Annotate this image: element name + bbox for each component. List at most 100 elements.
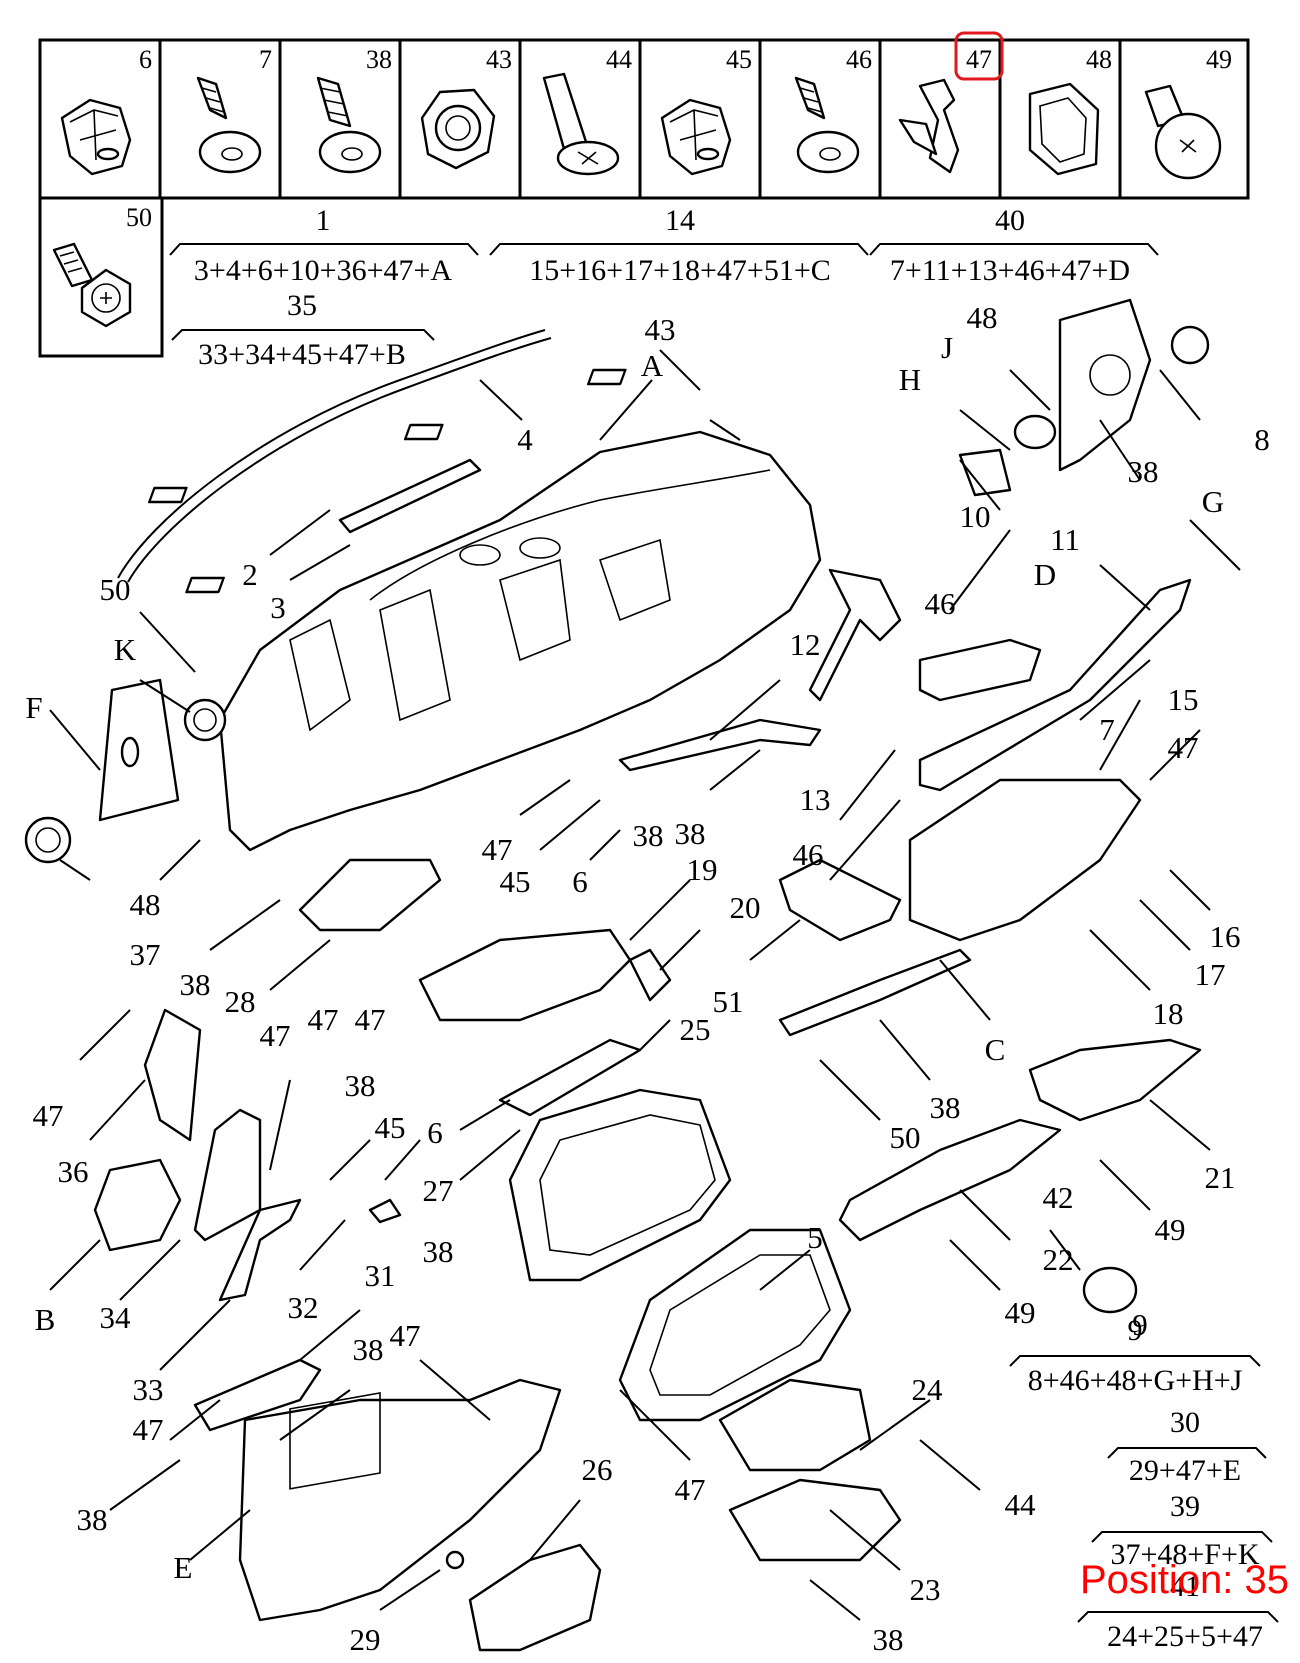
parts-table: 6 7 38 43 44 45 46 47 48 49 50	[38, 31, 1250, 358]
callout-label: 24	[912, 1372, 944, 1407]
callout-label: 5	[807, 1220, 823, 1255]
assembly-contents: 7+11+13+46+47+D	[890, 254, 1130, 287]
callout-label: 12	[790, 627, 821, 662]
screw-29	[445, 1550, 465, 1570]
callout-label: 47	[33, 1098, 64, 1133]
bracket-10	[808, 568, 902, 702]
callout-label: 46	[793, 837, 824, 872]
callout-label: 8	[1254, 422, 1270, 457]
clip-32	[368, 1198, 402, 1224]
upper-pad-insert	[185, 576, 225, 594]
screw-icon	[542, 72, 620, 176]
callout-label: 25	[680, 1012, 711, 1047]
vent-D	[918, 638, 1042, 702]
callout-label: 31	[365, 1258, 396, 1293]
callout-label: J	[941, 330, 953, 365]
assembly-contents: 33+34+45+47+B	[198, 338, 406, 371]
callout-label: G	[1202, 484, 1224, 519]
defrost-grille	[338, 458, 482, 534]
callout-label: 16	[1210, 919, 1241, 954]
trim-strip	[127, 337, 552, 583]
callout-label: 38	[930, 1090, 961, 1125]
callout-label: 4	[517, 422, 533, 457]
lower-cover	[298, 858, 442, 932]
grommet-J	[1013, 414, 1057, 450]
callout-label: D	[1034, 557, 1056, 592]
part-outlines	[24, 298, 1210, 1652]
leader-lines	[49, 349, 1241, 1621]
assembly-contents: 24+25+5+47	[1107, 1620, 1263, 1653]
grommet-K	[183, 698, 227, 742]
callout-label: 38	[675, 816, 706, 851]
callout-label: 38	[873, 1622, 904, 1657]
assembly-id: 41	[1170, 1570, 1200, 1603]
assembly-id: 40	[995, 204, 1025, 237]
callout-label: 29	[350, 1622, 381, 1657]
assembly-id: 9	[1128, 1314, 1143, 1347]
callout-label: 20	[730, 890, 761, 925]
spring-clip-icon	[1028, 82, 1100, 176]
callout-label: 47	[390, 1318, 421, 1353]
callout-label: 48	[967, 300, 998, 335]
vent-round	[24, 816, 72, 864]
callout-label: 42	[1043, 1180, 1074, 1215]
callout-label: 17	[1195, 957, 1226, 992]
callout-label: F	[25, 690, 42, 725]
callout-label: 48	[130, 887, 161, 922]
trim-strip-12	[618, 718, 822, 772]
callout-label: 47	[308, 1002, 339, 1037]
callout-label: 15	[1168, 682, 1199, 717]
callout-label: 19	[687, 852, 718, 887]
steering-shroud-lower	[728, 1478, 902, 1562]
spring-clip-icon	[898, 78, 960, 174]
callout-label: 11	[1050, 522, 1080, 557]
vent-B	[93, 1158, 182, 1252]
assembly-formulas: 1 3+4+6+10+36+47+A 14 15+16+17+18+47+51+…	[169, 204, 1279, 1653]
callout-label: 47	[133, 1412, 164, 1447]
screw-icon	[196, 76, 262, 174]
assembly-id: 35	[287, 289, 317, 322]
side-trim-36	[143, 1008, 202, 1142]
callout-label: 34	[100, 1300, 132, 1335]
callout-label: 38	[77, 1502, 108, 1537]
callout-label: 50	[100, 572, 131, 607]
trim-strip	[117, 329, 546, 579]
callout-label: 9	[1132, 1307, 1148, 1342]
table-cell-number: 50	[126, 203, 152, 232]
cap-8	[1170, 325, 1210, 365]
table-cell-number: 45	[726, 45, 752, 74]
upper-pad-insert	[586, 368, 627, 386]
callout-label: 38	[1128, 454, 1159, 489]
side-panel-34	[193, 1108, 262, 1242]
callout-label: 21	[1205, 1160, 1236, 1195]
callout-label: 38	[633, 818, 664, 853]
callout-label: 10	[960, 499, 991, 534]
callout-label: 7	[1099, 712, 1115, 747]
callout-label: 36	[58, 1154, 89, 1189]
callout-label: 2	[242, 557, 258, 592]
assembly-contents: 8+46+48+G+H+J	[1028, 1364, 1243, 1397]
callout-label: 43	[645, 312, 676, 347]
assembly-id: 30	[1170, 1406, 1200, 1439]
callout-label: E	[174, 1550, 193, 1585]
assembly-id: 14	[665, 204, 695, 237]
assembly-id: 1	[316, 204, 331, 237]
table-cell-number: 43	[486, 45, 512, 74]
bracket-21	[1028, 1038, 1202, 1122]
dashboard-carrier	[218, 430, 822, 852]
callout-label: 33	[133, 1372, 164, 1407]
assembly-contents: 3+4+6+10+36+47+A	[194, 254, 453, 287]
bracket-51	[778, 858, 902, 942]
storage-door	[468, 1543, 602, 1652]
callout-label: A	[641, 348, 664, 383]
callout-label: C	[985, 1032, 1006, 1067]
callout-label: B	[35, 1302, 56, 1337]
callout-label: H	[899, 362, 921, 397]
screw-icon	[794, 76, 860, 174]
trim-strip-11	[918, 578, 1192, 792]
clip-icon	[60, 98, 132, 176]
bracket-H	[958, 448, 1012, 497]
bracket-22	[838, 1118, 1062, 1242]
callout-label: 51	[713, 984, 744, 1019]
callout-label: 22	[1043, 1242, 1074, 1277]
